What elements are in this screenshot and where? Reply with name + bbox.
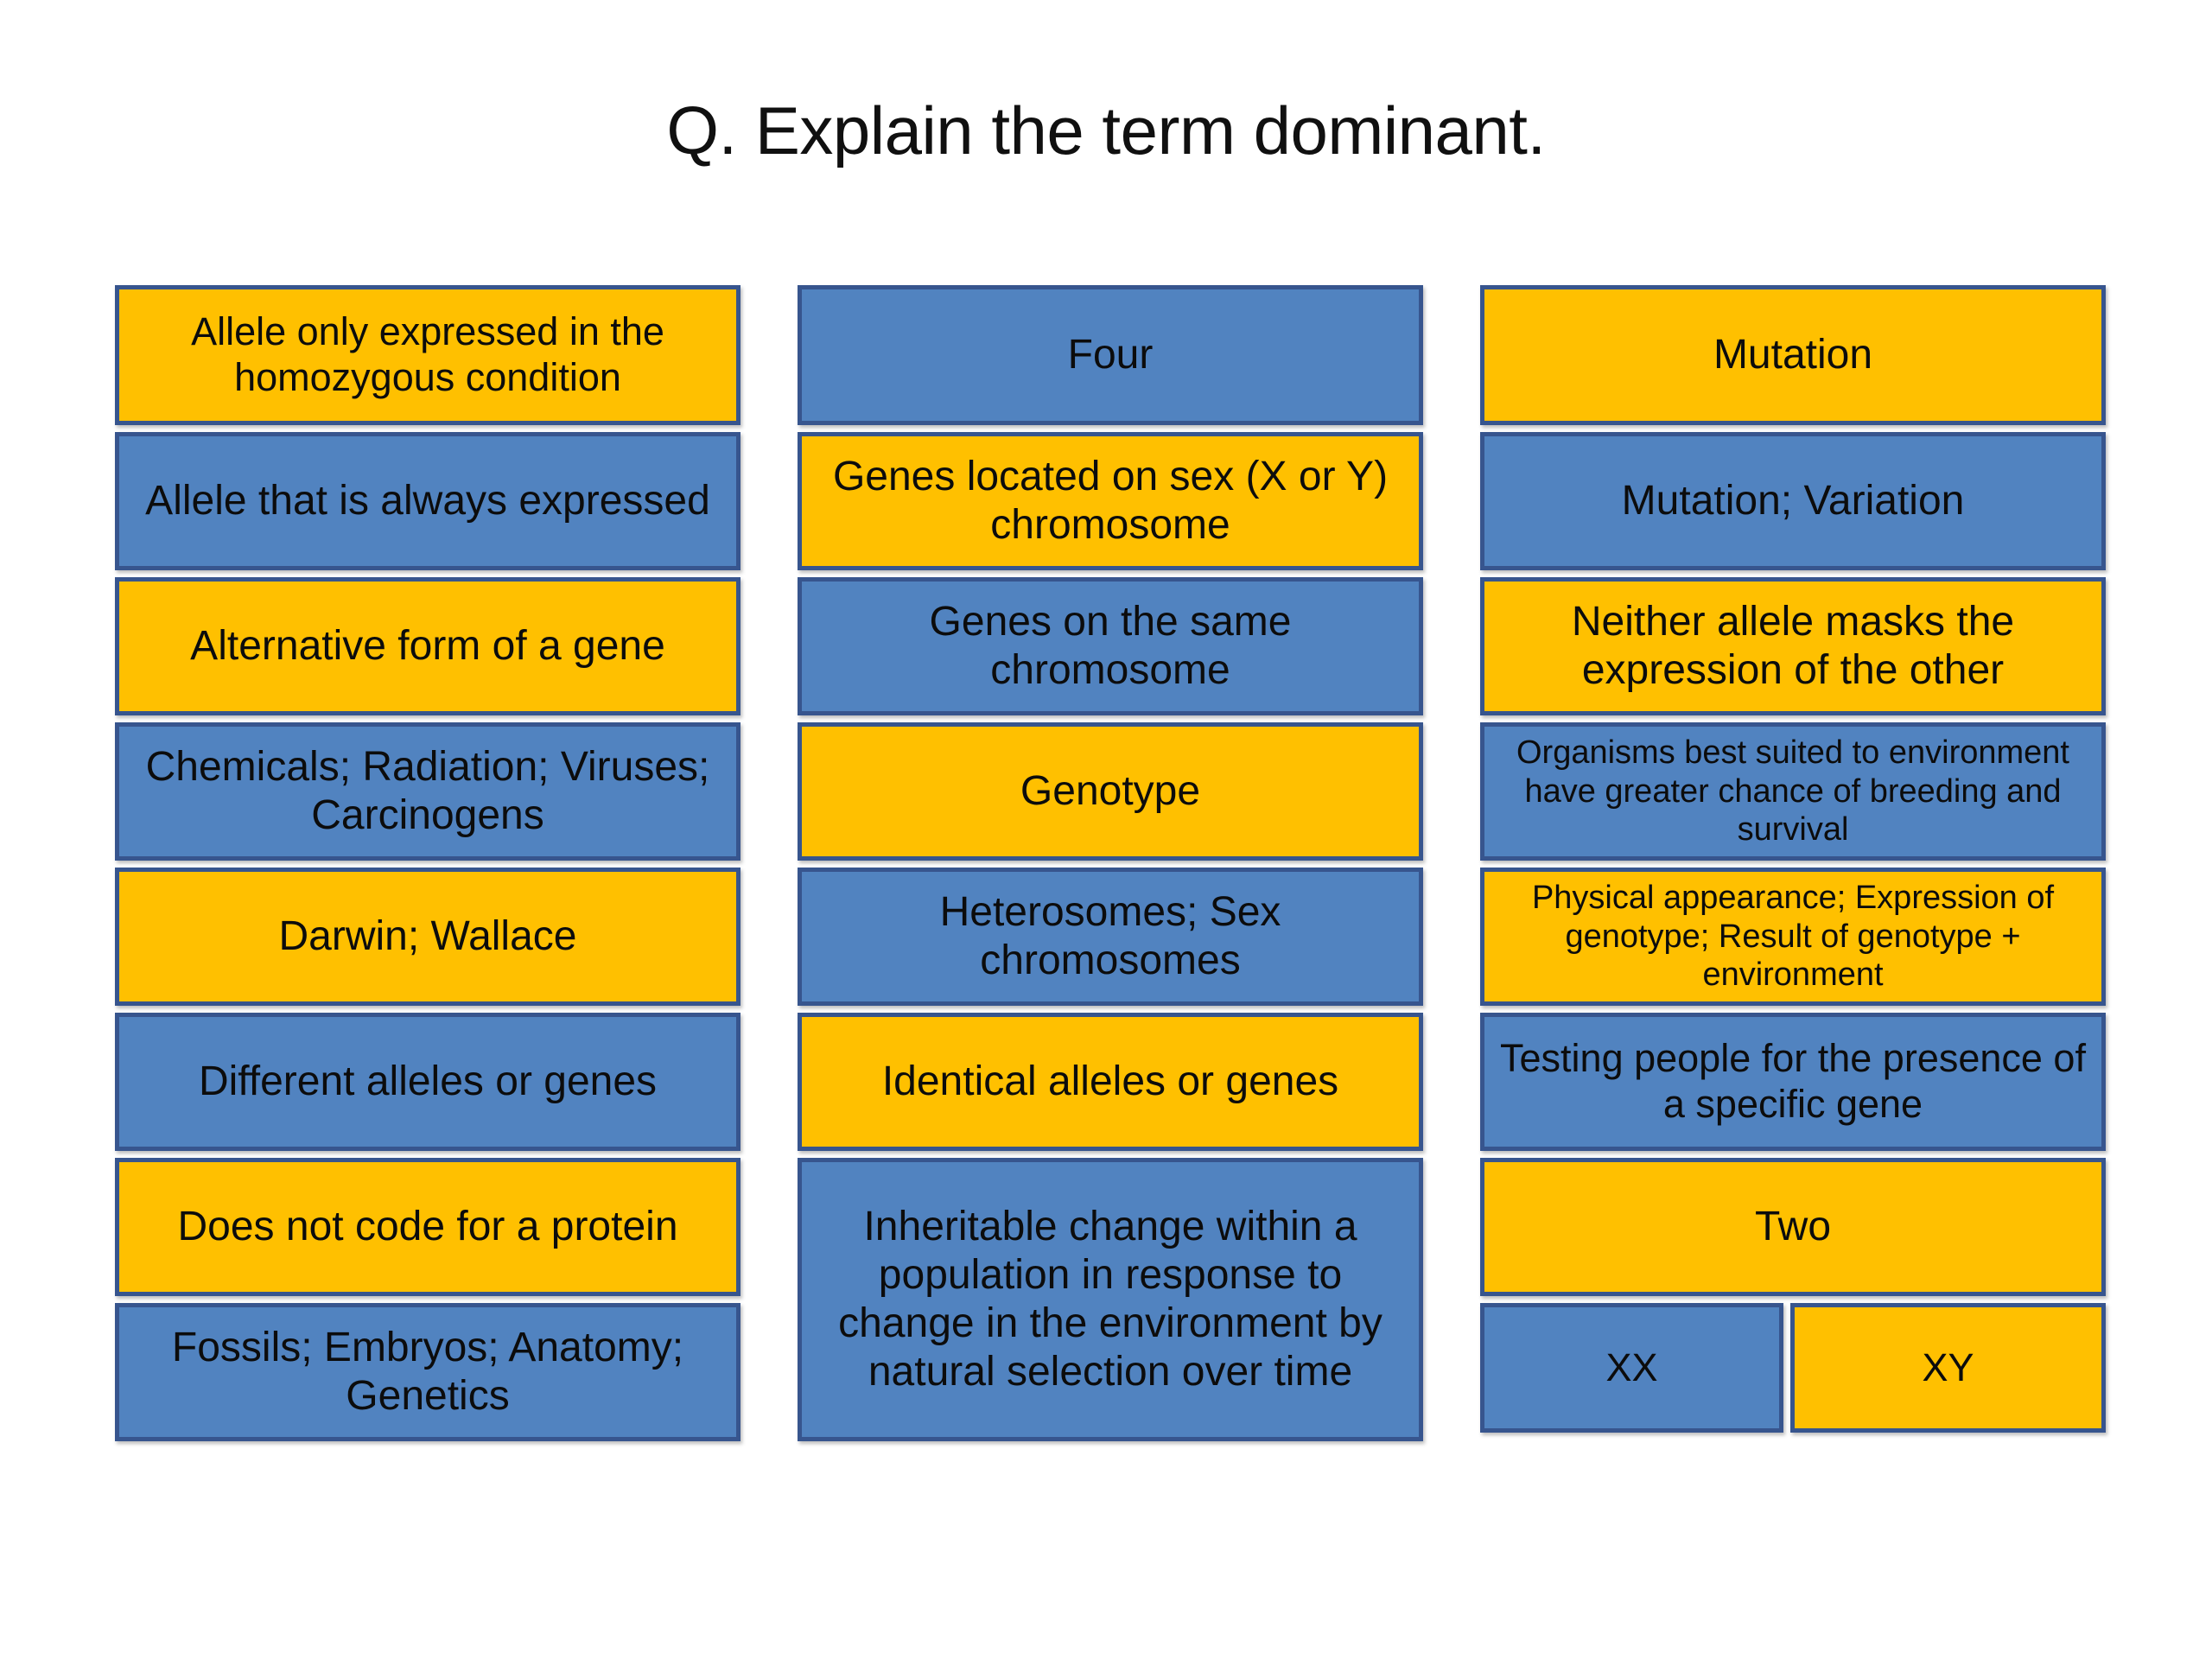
answer-card[interactable]: Mutation [1480,285,2106,425]
answer-card-label: Physical appearance; Expression of genot… [1531,880,2055,994]
answer-card-label: Heterosomes; Sex chromosomes [939,888,1281,983]
answer-card-label: Identical alleles or genes [881,1058,1339,1104]
answer-card-label: Organisms best suited to environment hav… [1516,734,2069,849]
answer-card[interactable]: Genes located on sex (X or Y) chromosome [798,432,1423,570]
answer-card-label: Genes on the same chromosome [929,598,1292,693]
answer-card-xy[interactable]: XY [1790,1303,2106,1433]
answer-card-label: Fossils; Embryos; Anatomy; Genetics [171,1324,684,1419]
answer-card[interactable]: Heterosomes; Sex chromosomes [798,868,1423,1006]
answer-card[interactable]: Organisms best suited to environment hav… [1480,722,2106,861]
answer-card-label: Chemicals; Radiation; Viruses; Carcinoge… [145,743,710,838]
answer-card-label: Allele that is always expressed [145,477,710,524]
answer-card[interactable]: Genes on the same chromosome [798,577,1423,715]
answer-card[interactable]: Allele only expressed in the homozygous … [115,285,741,425]
answer-card[interactable]: Does not code for a protein [115,1158,741,1296]
answer-card-label: Mutation; Variation [1621,477,1965,524]
answer-card-label: Testing people for the presence of a spe… [1500,1036,2086,1126]
answer-card-label: Mutation [1713,331,1873,378]
answer-card-label: Genes located on sex (X or Y) chromosome [832,453,1389,548]
answer-card-label: Neither allele masks the expression of t… [1571,598,2015,693]
answer-card-label: Different alleles or genes [198,1058,658,1104]
page-title: Q. Explain the term dominant. [666,92,1546,168]
answer-card[interactable]: Physical appearance; Expression of genot… [1480,868,2106,1006]
answer-card-label: Genotype [1020,767,1201,814]
answer-card[interactable]: Four [798,285,1423,425]
answer-card[interactable]: Genotype [798,722,1423,861]
answer-card[interactable]: Two [1480,1158,2106,1296]
answer-card[interactable]: Darwin; Wallace [115,868,741,1006]
answer-card-label: XY [1922,1344,1974,1389]
answer-card[interactable]: Fossils; Embryos; Anatomy; Genetics [115,1303,741,1441]
answer-card-label: XX [1605,1344,1658,1389]
answer-card-xx[interactable]: XX [1480,1303,1783,1433]
answer-card-label: Two [1754,1203,1832,1249]
answer-card[interactable]: Mutation; Variation [1480,432,2106,570]
answer-card-label: Inheritable change within a population i… [838,1203,1382,1395]
answer-card[interactable]: Inheritable change within a population i… [798,1158,1423,1441]
answer-card-label: Darwin; Wallace [278,912,577,959]
answer-card[interactable]: Alternative form of a gene [115,577,741,715]
answer-card[interactable]: Identical alleles or genes [798,1013,1423,1151]
answer-card-label: Alternative form of a gene [190,622,665,669]
answer-card-split-row: XX XY [1480,1303,2106,1433]
answer-card[interactable]: Different alleles or genes [115,1013,741,1151]
answer-card-label: Does not code for a protein [177,1203,678,1249]
answer-column-1: Allele only expressed in the homozygous … [115,285,741,1448]
answer-card-label: Allele only expressed in the homozygous … [191,309,664,399]
answer-card-label: Four [1067,331,1154,378]
answer-card[interactable]: Neither allele masks the expression of t… [1480,577,2106,715]
answer-card[interactable]: Testing people for the presence of a spe… [1480,1013,2106,1151]
answer-card[interactable]: Chemicals; Radiation; Viruses; Carcinoge… [115,722,741,861]
answer-card[interactable]: Allele that is always expressed [115,432,741,570]
